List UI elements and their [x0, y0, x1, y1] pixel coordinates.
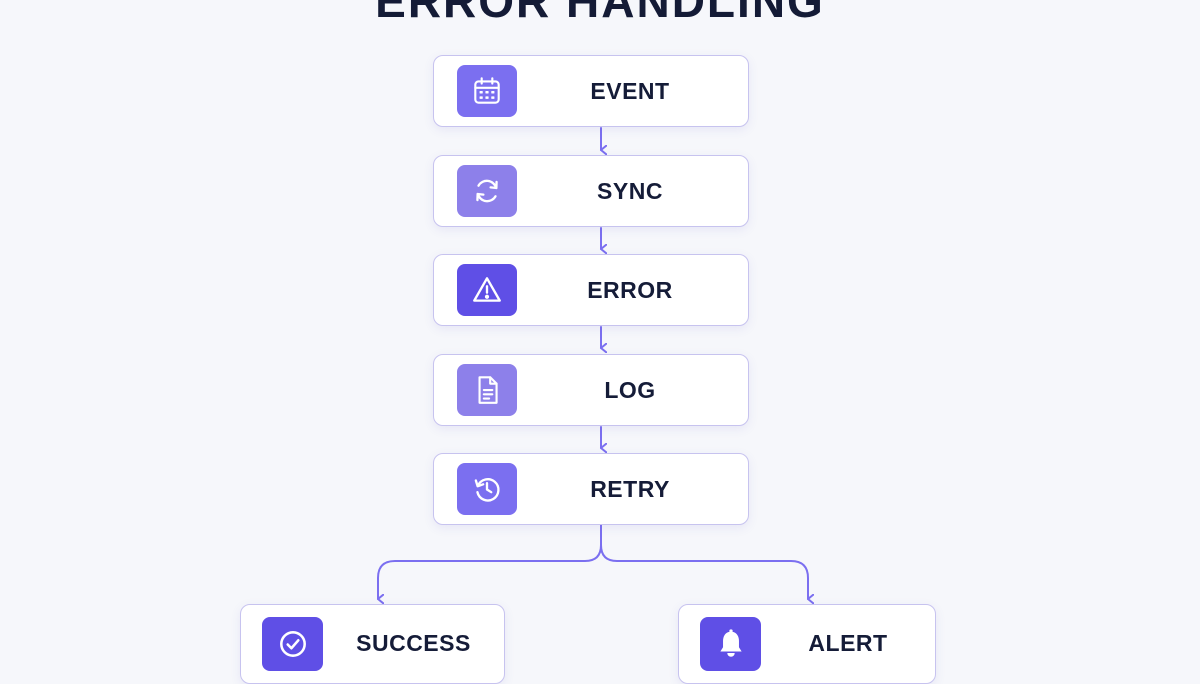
- node-error[interactable]: ERROR: [433, 254, 749, 326]
- sync-icon: [457, 165, 517, 217]
- node-alert[interactable]: ALERT: [678, 604, 936, 684]
- node-label: ALERT: [808, 629, 888, 656]
- node-log[interactable]: LOG: [433, 354, 749, 426]
- node-label: RETRY: [590, 475, 670, 502]
- node-label: EVENT: [590, 77, 670, 104]
- calendar-icon: [457, 65, 517, 117]
- node-label: SUCCESS: [356, 629, 471, 656]
- node-success[interactable]: SUCCESS: [240, 604, 505, 684]
- node-sync[interactable]: SYNC: [433, 155, 749, 227]
- node-label: LOG: [604, 376, 656, 403]
- node-event[interactable]: EVENT: [433, 55, 749, 127]
- document-icon: [457, 364, 517, 416]
- node-retry[interactable]: RETRY: [433, 453, 749, 525]
- edge-retry-success: [377, 524, 602, 599]
- check-circle-icon: [262, 617, 323, 671]
- warning-icon: [457, 264, 517, 316]
- node-label: ERROR: [587, 276, 673, 303]
- bell-icon: [700, 617, 761, 671]
- edge-retry-alert: [600, 544, 808, 599]
- retry-clock-icon: [457, 463, 517, 515]
- node-label: SYNC: [597, 177, 663, 204]
- diagram-title: ERROR HANDLING: [375, 0, 825, 27]
